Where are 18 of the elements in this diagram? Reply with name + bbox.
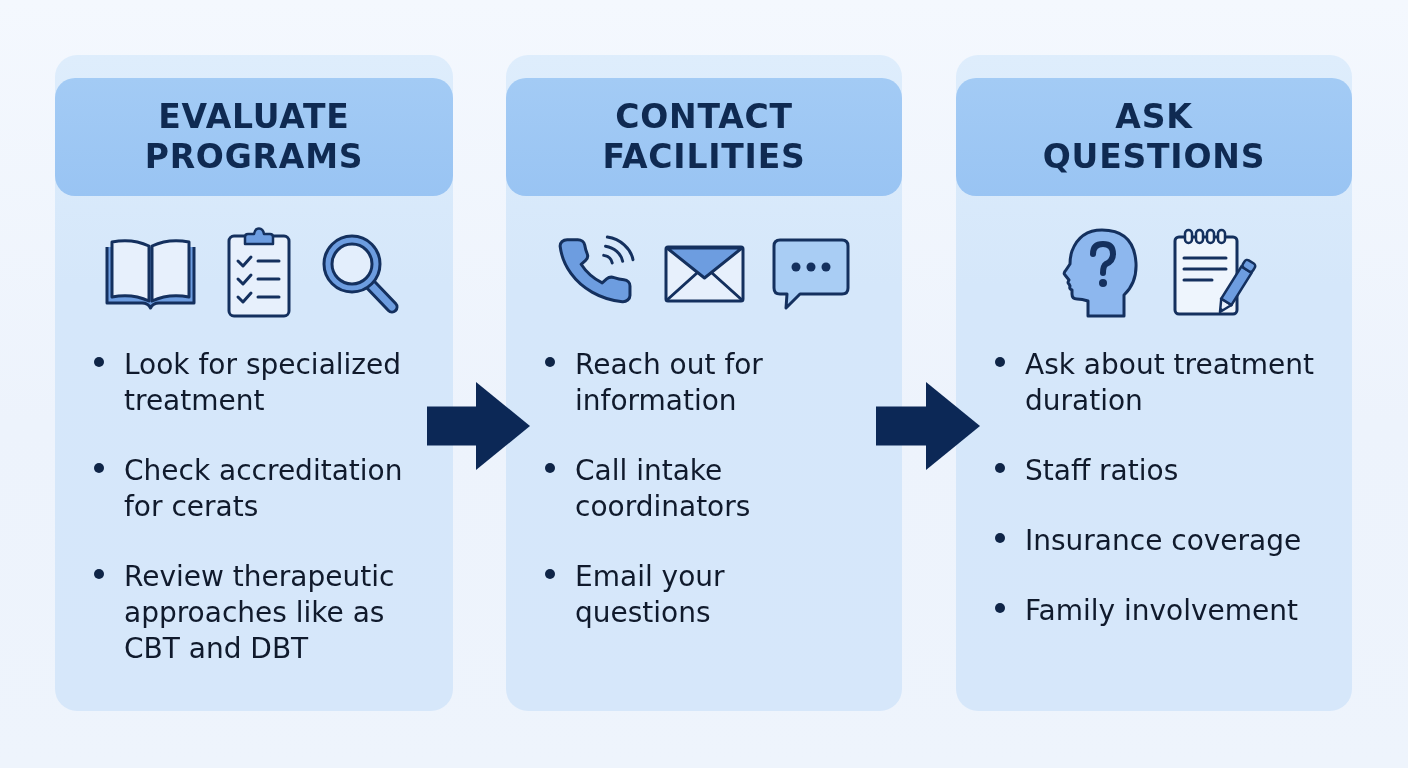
flow-arrow	[876, 382, 980, 470]
step-panel	[506, 55, 902, 711]
bullet-text: Check accreditation for cerats	[124, 453, 404, 525]
step-title: ASK QUESTIONS	[1042, 97, 1266, 177]
step-panel	[956, 55, 1352, 711]
bullet-text: Call intake coordinators	[575, 453, 752, 525]
bullet-text: Insurance coverage	[1025, 523, 1302, 559]
bullet-text: Family involvement	[1025, 593, 1299, 629]
bullet-text: Ask about treatment duration	[1025, 347, 1315, 419]
bullet-text: Review therapeutic approaches like as CBT and DBT	[124, 559, 396, 667]
flow-arrow	[427, 382, 530, 470]
step-panel	[55, 55, 453, 711]
step-title: CONTACT FACILITIES	[602, 97, 806, 177]
step-title: EVALUATE PROGRAMS	[144, 97, 364, 177]
bullet-text: Reach out for information	[575, 347, 764, 419]
bullet-text: Look for specialized treatment	[124, 347, 403, 419]
bullet-text: Staff ratios	[1025, 453, 1179, 489]
bullet-text: Email your questions	[575, 559, 726, 631]
